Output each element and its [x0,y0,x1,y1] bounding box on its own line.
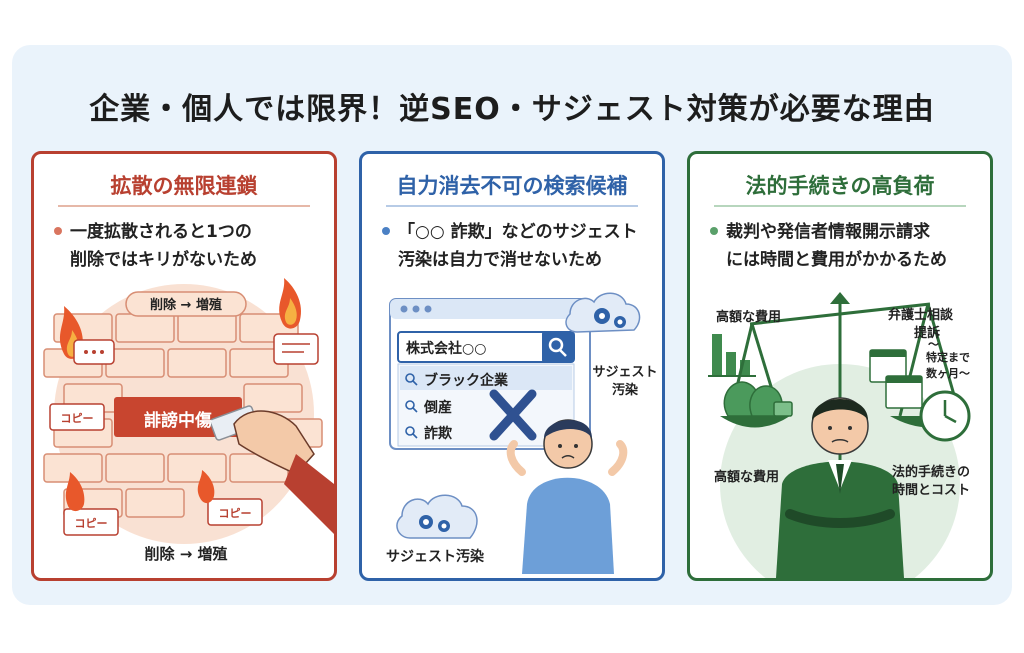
divider [386,205,638,207]
legal-illustration [708,292,971,578]
bullet-line: には時間と費用がかかるため [726,250,947,270]
bullet-line: 「○○ 詐欺」などのサジェスト [398,222,638,242]
cloud-label-line: 汚染 [611,383,638,398]
suggestion-item: 倒産 [424,400,452,416]
bullet-dot [54,227,62,235]
search-icon [548,337,567,357]
tag-delete-multiply-bottom: 削除 → 増殖 [144,545,228,563]
label-months: 特定まで 数ヶ月～ [926,350,970,382]
bullet-line: 一度拡散されると1つの [70,222,252,242]
search-input: 株式会社○○ [406,341,487,357]
label-cost-bottom: 高額な費用 [714,470,780,485]
copy-badge: コピー [218,507,252,520]
label-process-line: 時間とコスト [892,483,971,498]
clock-icon [919,390,971,442]
suggest-illustration [389,292,641,574]
card-title: 自力消去不可の検索候補 [396,174,628,198]
suggest-pollution-label: サジェスト汚染 [386,549,484,565]
copy-badge: コピー [60,412,94,425]
slander-sign: 誹謗中傷 [144,411,212,431]
label-lawyer: 弁護士相談 [888,308,954,323]
bullet-text: 裁判や発信者情報開示請求 には時間と費用がかかるため [726,218,982,274]
card-title: 拡散の無限連鎖 [110,174,258,198]
cloud-label: サジェスト 汚染 [590,364,660,400]
card-title: 法的手続きの高負荷 [745,174,935,198]
suggestion-item: 詐欺 [424,426,452,442]
label-process-line: 法的手続きの [892,465,971,480]
bullet-dot [710,227,718,235]
calendar-icon [869,349,923,409]
worried-person-icon [506,419,628,574]
bar-chart-icon [712,334,750,376]
bullet-text: 「○○ 詐欺」などのサジェスト 汚染は自力で消せないため [398,218,654,274]
divider [714,205,966,207]
label-suit: 提訴 [914,326,941,341]
hand-eraser-icon [209,405,334,534]
viral-copy-illustration [43,278,334,544]
label-process: 法的手続きの 時間とコスト [892,464,970,500]
cross-icon [489,389,537,441]
tag-delete-multiply: 削除 → 増殖 [150,298,222,313]
bullet-dot [382,227,390,235]
bullet-line: 汚染は自力で消せないため [398,250,602,270]
card-suggest-pollution: 自力消去不可の検索候補 「○○ 詐欺」などのサジェスト 汚染は自力で消せないため [359,151,665,581]
card-legal-burden: 法的手続きの高負荷 裁判や発信者情報開示請求 には時間と費用がかかるため [687,151,993,581]
page-title: 企業・個人では限界！逆SEO・サジェスト対策が必要な理由 [89,92,935,127]
label-months-line: 特定まで [926,351,970,364]
label-cost-top: 高額な費用 [716,310,782,325]
divider [58,205,310,207]
bullet-line: 削除ではキリがないため [70,250,257,270]
copy-badge: コピー [74,517,108,530]
label-months-line: 数ヶ月～ [926,367,970,380]
businessman-icon [776,397,904,578]
cloud-label-line: サジェスト [592,365,658,380]
label-tilde: ～ [928,338,939,351]
suggestion-item: ブラック企業 [424,373,508,389]
money-bag-icon [723,381,793,417]
bullet-text: 一度拡散されると1つの 削除ではキリがないため [70,218,326,274]
bullet-line: 裁判や発信者情報開示請求 [726,222,930,242]
card-viral-chain: 拡散の無限連鎖 一度拡散されると1つの 削除ではキリがないため [31,151,337,581]
